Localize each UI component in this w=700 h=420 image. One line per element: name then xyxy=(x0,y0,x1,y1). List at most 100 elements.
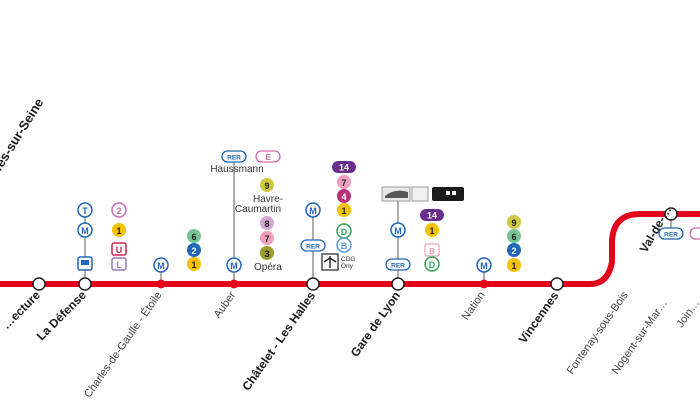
connection-stems xyxy=(84,162,672,284)
metro-8-badge[interactable] xyxy=(260,216,274,230)
station-marker-val-de[interactable] xyxy=(664,207,678,221)
metro-7-badge[interactable] xyxy=(260,231,274,245)
rer-icon[interactable] xyxy=(385,258,411,271)
rer-b-badge[interactable] xyxy=(336,237,352,253)
tram-2-badge[interactable] xyxy=(111,202,127,218)
bus-window-2 xyxy=(452,191,456,195)
station-marker-la-defense[interactable] xyxy=(78,277,92,291)
rer-e-label: E xyxy=(265,153,271,162)
rer-d-label: D xyxy=(341,227,348,237)
metro-icon[interactable] xyxy=(390,222,406,238)
rer-d-badge[interactable] xyxy=(424,256,440,272)
station-marker-nation[interactable] xyxy=(479,279,489,289)
metro-letter: M xyxy=(81,226,89,236)
rer-b-badge[interactable] xyxy=(424,243,440,257)
auber-connections: RER E Haussmann 9 Havre- Caumartin 8 7 3… xyxy=(210,150,283,273)
metro-14-badge[interactable] xyxy=(420,209,444,221)
metro-1-badge[interactable] xyxy=(112,223,126,237)
metro-7-badge[interactable] xyxy=(337,175,351,189)
metro-6-badge[interactable] xyxy=(507,229,521,243)
chatelet-connections: 14 7 4 M 1 D RER B CDG Orly xyxy=(300,161,356,271)
val-de-connections: RER xyxy=(658,227,700,240)
rer-letters: RER xyxy=(306,244,320,251)
rer-letters: RER xyxy=(227,155,241,162)
station-marker-prefecture[interactable] xyxy=(32,277,46,291)
metro-6-badge[interactable] xyxy=(187,229,201,243)
rer-letters: RER xyxy=(391,263,405,270)
rer-icon[interactable] xyxy=(221,150,247,163)
metro-14-label: 14 xyxy=(427,211,437,221)
metro-letter: M xyxy=(309,206,317,216)
metro-letter: M xyxy=(157,261,165,271)
cdg-label: CDG xyxy=(341,256,355,263)
cdg-etoile-connections: M 6 2 1 xyxy=(153,229,201,273)
metro-icon[interactable] xyxy=(476,257,492,273)
station-marker-chatelet[interactable] xyxy=(306,277,320,291)
rer-b-label: B xyxy=(341,241,348,251)
gare-de-lyon-connections: 14 M 1 B RER D xyxy=(381,186,464,272)
metro-2-badge[interactable] xyxy=(507,243,521,257)
tram-icon[interactable] xyxy=(77,202,93,218)
plane-glyph xyxy=(323,256,337,268)
metro-6-label: 6 xyxy=(191,232,196,242)
metro-letter: M xyxy=(394,226,402,236)
rer-a-line xyxy=(0,211,700,287)
station-marker-vincennes[interactable] xyxy=(550,277,564,291)
metro-icon[interactable] xyxy=(305,202,321,218)
rer-icon[interactable] xyxy=(658,227,684,240)
metro-3-label: 3 xyxy=(264,249,269,259)
train-icon-window xyxy=(81,260,89,265)
transilien-l-badge[interactable] xyxy=(111,257,127,271)
transilien-l-label: L xyxy=(116,260,122,270)
metro-9-label: 9 xyxy=(511,218,516,228)
nation-connections: 9 6 2 M 1 xyxy=(476,215,521,273)
metro-letter: M xyxy=(230,261,238,271)
metro-1-label: 1 xyxy=(116,226,121,236)
metro-icon[interactable] xyxy=(226,257,242,273)
metro-9-label: 9 xyxy=(264,181,269,191)
caumartin-label: Caumartin xyxy=(235,204,281,215)
metro-icon[interactable] xyxy=(77,222,93,238)
rer-e-badge-partial[interactable] xyxy=(689,227,700,240)
station-marker-auber[interactable] xyxy=(229,279,239,289)
grande-ligne-icon xyxy=(411,186,429,202)
havre-label: Havre- xyxy=(253,194,283,205)
metro-6-label: 6 xyxy=(511,232,516,242)
metro-9-badge[interactable] xyxy=(260,178,274,192)
rer-e-badge[interactable] xyxy=(255,150,281,163)
transilien-u-label: U xyxy=(116,245,123,255)
haussmann-label: Haussmann xyxy=(210,164,263,175)
metro-14-badge[interactable] xyxy=(332,161,356,173)
metro-1-label: 1 xyxy=(191,260,196,270)
metro-1-label: 1 xyxy=(429,226,434,236)
metro-7-label: 7 xyxy=(341,178,346,188)
metro-1-badge[interactable] xyxy=(425,223,439,237)
metro-2-label: 2 xyxy=(191,246,196,256)
rer-letters: RER xyxy=(664,232,678,239)
station-marker-cdg-etoile[interactable] xyxy=(156,279,166,289)
metro-letter: M xyxy=(480,261,488,271)
opera-label: Opéra xyxy=(254,262,282,273)
rer-d-label: D xyxy=(429,260,436,270)
metro-icon[interactable] xyxy=(153,257,169,273)
metro-8-label: 8 xyxy=(264,219,269,229)
metro-1-badge[interactable] xyxy=(187,257,201,271)
tram-2-label: 2 xyxy=(116,206,121,216)
metro-4-label: 4 xyxy=(341,192,346,202)
metro-4-badge[interactable] xyxy=(337,189,351,203)
transilien-u-badge[interactable] xyxy=(111,242,127,256)
tram-letter: T xyxy=(82,206,88,216)
metro-2-badge[interactable] xyxy=(187,243,201,257)
metro-1-label: 1 xyxy=(511,261,516,271)
metro-1-badge[interactable] xyxy=(337,203,351,217)
metro-14-label: 14 xyxy=(339,163,349,173)
metro-1-label: 1 xyxy=(341,206,346,216)
metro-9-badge[interactable] xyxy=(507,215,521,229)
rer-icon[interactable] xyxy=(300,239,326,252)
station-marker-gare-de-lyon[interactable] xyxy=(391,277,405,291)
metro-2-label: 2 xyxy=(511,246,516,256)
metro-1-badge[interactable] xyxy=(507,258,521,272)
metro-7-label: 7 xyxy=(264,234,269,244)
metro-3-badge[interactable] xyxy=(260,246,274,260)
